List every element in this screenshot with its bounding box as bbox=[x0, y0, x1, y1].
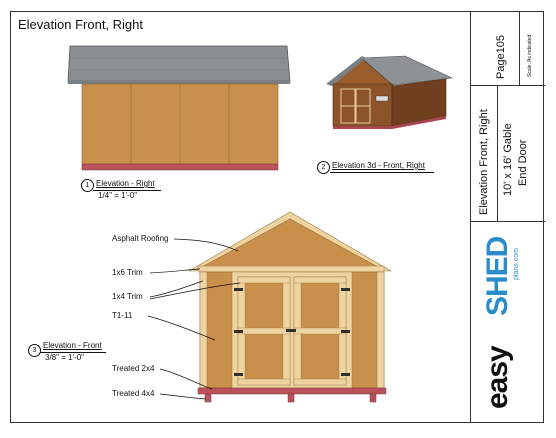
callout-1x4-trim: 1x4 Trim bbox=[112, 292, 143, 301]
view-title: Elevation - Front bbox=[43, 341, 102, 350]
view-title: Elevation - Right bbox=[96, 179, 155, 188]
3d-foundation bbox=[333, 116, 446, 129]
view-scale: 1/4" = 1'-0" bbox=[98, 191, 138, 200]
view-title: Elevation 3d - Front, Right bbox=[332, 161, 425, 170]
door-rail bbox=[293, 276, 347, 284]
front-gable-siding bbox=[199, 218, 381, 269]
door-hinge bbox=[234, 373, 243, 376]
view-scale: 3/8" = 1'-0" bbox=[45, 353, 85, 362]
callout-treated-4x4: Treated 4x4 bbox=[112, 389, 155, 398]
leader-1x4-trim-a bbox=[149, 280, 204, 298]
leader-t1-11 bbox=[147, 315, 216, 341]
door-rail bbox=[237, 276, 291, 284]
callout-asphalt-roofing: Asphalt Roofing bbox=[112, 234, 169, 243]
door-hinge bbox=[234, 330, 243, 333]
right-elevation-foundation bbox=[81, 163, 279, 171]
3d-roof-edge bbox=[326, 56, 366, 86]
door-rail bbox=[237, 327, 291, 335]
sheet-title: Elevation Front, Right bbox=[478, 109, 490, 215]
title-block-sheet-row: Elevation Front, Right 10' x 16' Gable E… bbox=[471, 86, 545, 222]
brand-word-easy: easy bbox=[481, 346, 514, 409]
callout-1x6-trim: 1x6 Trim bbox=[112, 268, 143, 277]
sheet-description-line1: 10' x 16' Gable bbox=[502, 123, 514, 196]
sheet-description-line2: End Door bbox=[517, 139, 529, 186]
door-handle bbox=[286, 329, 296, 332]
title-block: Page105 Scale: As indicated Elevation Fr… bbox=[470, 11, 545, 423]
view-title-rule bbox=[330, 172, 434, 173]
callout-t1-11: T1-11 bbox=[112, 311, 133, 320]
3d-wall-sign bbox=[375, 95, 389, 102]
3d-front-wall bbox=[332, 83, 393, 127]
leader-treated-4x4 bbox=[159, 393, 207, 400]
front-foundation-2x4 bbox=[197, 387, 387, 395]
front-foundation-4x4 bbox=[204, 393, 212, 403]
leader-asphalt-roofing bbox=[173, 238, 239, 252]
door-hinge bbox=[341, 373, 350, 376]
door-hinge bbox=[341, 330, 350, 333]
view-number-marker: 2 bbox=[317, 161, 330, 174]
view-title-rule bbox=[40, 352, 106, 353]
brand-domain: plans.com bbox=[513, 248, 520, 280]
page-number: Page105 bbox=[495, 34, 507, 79]
door-rail bbox=[237, 378, 291, 386]
door-rail bbox=[293, 327, 347, 335]
page-title: Elevation Front, Right bbox=[18, 17, 144, 32]
door-hinge bbox=[234, 288, 243, 291]
view-number-marker: 3 bbox=[28, 344, 41, 357]
callout-treated-2x4: Treated 2x4 bbox=[112, 364, 155, 373]
leader-1x6-trim bbox=[149, 268, 201, 274]
front-corner-trim-right bbox=[376, 271, 385, 389]
front-trim-band bbox=[197, 265, 385, 273]
door-hinge bbox=[341, 288, 350, 291]
view-title-rule bbox=[93, 190, 161, 191]
door-rail bbox=[293, 378, 347, 386]
brand-logo: easy SHED plans.com bbox=[471, 222, 545, 423]
leader-treated-2x4 bbox=[159, 368, 213, 390]
brand-word-shed: SHED bbox=[481, 236, 514, 316]
front-foundation-4x4 bbox=[287, 393, 295, 403]
view-number-marker: 1 bbox=[81, 179, 94, 192]
front-foundation-4x4 bbox=[369, 393, 377, 403]
scale-note: Scale: As indicated bbox=[527, 34, 533, 77]
leader-1x4-trim-b bbox=[149, 282, 241, 300]
right-elevation-fascia bbox=[68, 80, 290, 84]
title-block-page-row: Page105 Scale: As indicated bbox=[471, 11, 545, 86]
